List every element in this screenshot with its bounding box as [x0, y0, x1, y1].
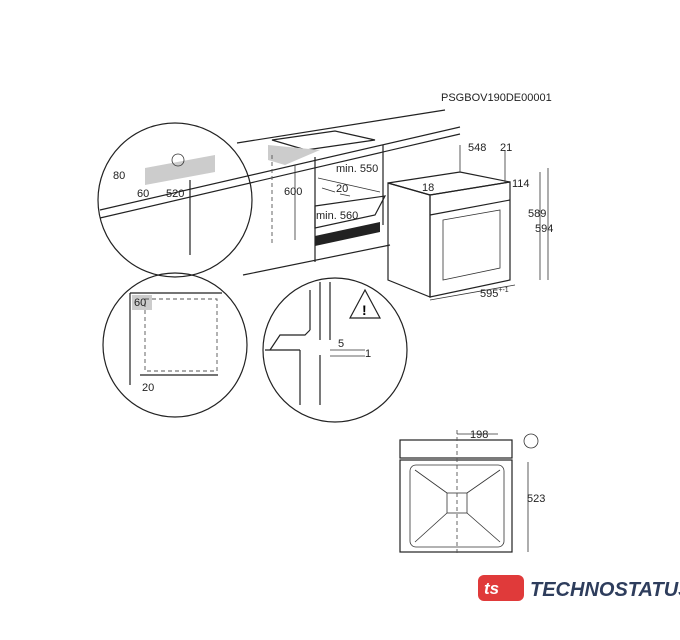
logo-mark — [478, 575, 524, 601]
dim-520: 520 — [166, 188, 184, 200]
detail-circle-socket: 80 60 520 — [97, 122, 253, 278]
dim-5: 5 — [338, 338, 344, 350]
technostatus-logo: ts TECHNOSTATUS — [478, 575, 680, 601]
dim-595: 595+-1 — [480, 287, 509, 300]
dim-60-lower: 60 — [134, 297, 146, 309]
dim-80: 80 — [113, 170, 125, 182]
detail-circle-side: 60 20 — [102, 272, 248, 418]
dim-114: 114 — [512, 178, 530, 190]
dim-523: 523 — [527, 493, 545, 505]
svg-text:ts: ts — [484, 579, 499, 598]
dim-60: 60 — [137, 188, 149, 200]
socket-zone — [268, 145, 320, 165]
dim-198: 198 — [470, 429, 488, 441]
warning-icon — [348, 288, 382, 319]
power-socket-icon — [171, 153, 185, 167]
worktop — [99, 109, 461, 276]
detail-circle-gap: ! 5 1 — [262, 277, 408, 423]
oven-3d: 548 21 18 114 589 594 595+-1 — [387, 142, 553, 301]
oven-top-view: 198 523 — [399, 429, 545, 556]
dim-20-lower: 20 — [142, 382, 154, 394]
dim-min-560: min. 560 — [316, 210, 358, 222]
power-socket-icon — [523, 433, 539, 449]
logo-text: TECHNOSTATUS — [530, 579, 680, 601]
cabinet: 600 min. 550 20 min. 560 — [271, 145, 387, 262]
dim-21: 21 — [500, 142, 512, 154]
dim-20: 20 — [336, 183, 348, 195]
dim-589: 589 — [528, 208, 546, 220]
dim-min-550: min. 550 — [336, 163, 378, 175]
svg-text:!: ! — [362, 302, 367, 318]
dim-600: 600 — [284, 186, 302, 198]
dim-594: 594 — [535, 223, 553, 235]
diagram-code: PSGBOV190DE00001 — [441, 92, 552, 104]
dim-1: 1 — [365, 348, 371, 360]
dim-18: 18 — [422, 182, 434, 194]
dim-548: 548 — [468, 142, 486, 154]
